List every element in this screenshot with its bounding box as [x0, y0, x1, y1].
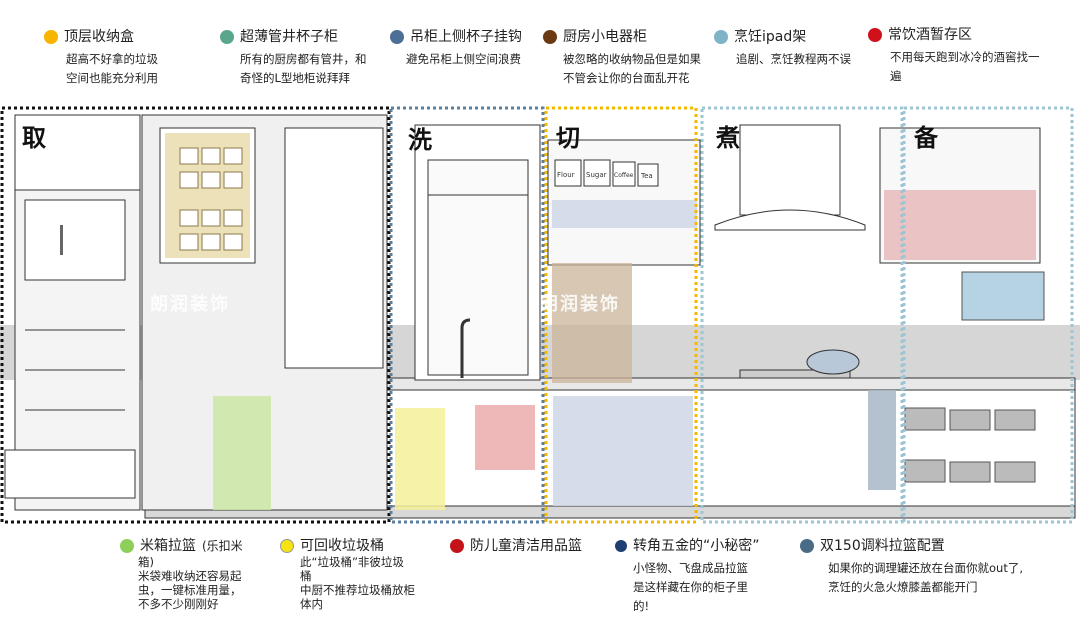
ipad-stand-highlight	[961, 271, 1045, 321]
legend-title: 防儿童清洁用品篮	[470, 538, 582, 554]
legend-title: 米箱拉篮	[140, 538, 196, 554]
legend-item-child-safe-basket: 防儿童清洁用品篮	[450, 537, 610, 555]
legend-title: 可回收垃圾桶	[300, 538, 384, 554]
legend-desc: 不多不少刚刚好	[138, 597, 219, 611]
range-hood-chimney	[739, 124, 841, 216]
legend-title: 双150调料拉篮配置	[820, 538, 945, 554]
legend-desc: 虫，一键标准用量，	[138, 583, 242, 597]
green-dot-icon	[120, 539, 134, 553]
legend-desc: 空间也能充分利用	[66, 71, 158, 85]
corner-hardware-highlight	[553, 396, 693, 506]
legend-desc: 小怪物、飞盘成品拉篮	[633, 561, 748, 575]
legend-desc: 桶	[300, 569, 312, 583]
jars	[554, 159, 659, 187]
jar-label: Flour	[557, 171, 575, 179]
cooktop	[739, 369, 851, 379]
legend-desc: 此“垃圾桶”非彼垃圾	[300, 555, 404, 569]
legend-item-ipad-stand: 烹饪ipad架 追剧、烹饪教程两不误	[714, 28, 874, 69]
navy-dot-icon	[615, 540, 627, 552]
jar-label: Sugar	[586, 171, 607, 179]
pot	[806, 349, 860, 375]
red-dot-icon	[868, 28, 882, 42]
legend-desc: 被忽略的收纳物品但是如果	[563, 52, 701, 66]
legend-title: 吊柜上侧杯子挂钩	[410, 29, 522, 45]
zone-label-take: 取	[22, 124, 46, 152]
legend-desc: 烹饪的火急火燎膝盖都能开门	[828, 580, 978, 594]
legend-title: 烹饪ipad架	[734, 29, 807, 45]
legend-desc: 奇怪的L型地柜说拜拜	[240, 71, 350, 85]
legend-item-spice-pullout: 双150调料拉篮配置 如果你的调理罐还放在台面你就out了, 烹饪的火急火燎膝盖…	[800, 537, 1075, 597]
legend-desc: 中厨不推荐垃圾桶放柜	[300, 583, 415, 597]
legend-desc: 是这样藏在你的柜子里	[633, 580, 748, 594]
legend-desc: 箱)	[138, 555, 154, 569]
pantry-drawer	[4, 449, 136, 499]
jar-label: Coffee	[614, 172, 634, 179]
plate-stacks	[904, 407, 1036, 483]
legend-title: 常饮酒暂存区	[888, 27, 972, 43]
legend-desc: 所有的厨房都有管井，和	[240, 52, 367, 66]
kitchen-drawing: Flour Sugar Coffee Tea	[0, 106, 1080, 524]
range-hood	[714, 209, 866, 231]
yellow-outline-dot-icon	[280, 539, 294, 553]
legend-desc: 避免吊柜上侧空间浪费	[406, 52, 521, 66]
faucet	[460, 318, 471, 378]
legend-desc: 遍	[890, 69, 902, 83]
pantry-shelves	[25, 329, 125, 411]
jar-label: Tea	[640, 172, 653, 180]
legend-desc: 不管会让你的台面乱开花	[563, 71, 690, 85]
pantry-door	[24, 199, 126, 281]
storage-boxes	[179, 147, 243, 251]
zone-label-cook: 煮	[716, 124, 740, 152]
legend-desc: 如果你的调理罐还放在台面你就out了,	[828, 561, 1023, 575]
legend-item-top-storage-box: 顶层收纳盒 超高不好拿的垃圾空间也能充分利用	[44, 28, 214, 88]
legend-desc: 体内	[300, 597, 323, 611]
light-blue-dot-icon	[714, 30, 728, 44]
legend-desc: 不用每天跑到冰冷的酒窖找一	[890, 50, 1040, 64]
fridge-door	[284, 127, 384, 369]
legend-desc: 追剧、烹饪教程两不误	[736, 52, 851, 66]
brown-dot-icon	[543, 30, 557, 44]
legend-item-appliance-cabinet: 厨房小电器柜 被忽略的收纳物品但是如果不管会让你的台面乱开花	[543, 28, 718, 88]
zone-frame-wash	[389, 106, 545, 524]
legend-desc: 的!	[633, 599, 650, 613]
child-safe-basket-highlight	[475, 405, 535, 470]
spice-pullout-highlight	[868, 390, 896, 490]
slate-dot-icon	[800, 539, 814, 553]
legend-item-corner-hardware: 转角五金的“小秘密” 小怪物、飞盘成品拉篮 是这样藏在你的柜子里 的!	[615, 537, 795, 616]
legend-item-rice-pullout: 米箱拉篮 (乐扣米 箱) 米袋难收纳还容易起 虫，一键标准用量， 不多不少刚刚好	[120, 537, 270, 611]
watermark: 朗润装饰	[150, 294, 230, 315]
legend-item-wine-area: 常饮酒暂存区 不用每天跑到冰冷的酒窖找一遍	[868, 26, 1068, 86]
kitchen-scene: Flour Sugar Coffee Tea 取 洗 切 煮 备 朗润装饰 朗润…	[0, 100, 1080, 530]
legend-title: 厨房小电器柜	[563, 29, 647, 45]
legend-title: 超薄管井杯子柜	[240, 29, 338, 45]
yellow-dot-icon	[44, 30, 58, 44]
legend-item-cup-cabinet: 超薄管井杯子柜 所有的厨房都有管井，和奇怪的L型地柜说拜拜	[220, 28, 390, 88]
zone-label-prep: 备	[914, 124, 938, 152]
recycle-bin-highlight	[395, 408, 445, 510]
watermark: 朗润装饰	[540, 294, 620, 315]
wine-area-highlight	[884, 190, 1036, 260]
zone-frame-take	[0, 106, 391, 524]
door-handle	[60, 225, 63, 255]
legend-title: 转角五金的“小秘密”	[633, 538, 760, 554]
zone-label-cut: 切	[556, 124, 580, 152]
legend-title-suffix: (乐扣米	[202, 539, 243, 553]
legend-desc: 超高不好拿的垃圾	[66, 52, 158, 66]
appliance-cabinet-highlight	[552, 263, 632, 383]
zone-label-wash: 洗	[408, 126, 432, 154]
legend-item-cup-hooks: 吊柜上侧杯子挂钩 避免吊柜上侧空间浪费	[390, 28, 550, 69]
window-glass	[427, 159, 529, 376]
zone-frame-prep	[902, 106, 1074, 524]
zone-frame-cook	[700, 106, 904, 524]
green-dot-icon	[220, 30, 234, 44]
cup-hooks-highlight	[552, 200, 697, 228]
legend-title: 顶层收纳盒	[64, 29, 134, 45]
legend-desc: 米袋难收纳还容易起	[138, 569, 242, 583]
zone-frame-cut	[544, 106, 698, 524]
rice-pullout-highlight	[213, 396, 271, 510]
red-dot-icon	[450, 539, 464, 553]
blue-dot-icon	[390, 30, 404, 44]
legend-item-recycle-bin: 可回收垃圾桶 此“垃圾桶”非彼垃圾 桶 中厨不推荐垃圾桶放柜 体内	[280, 537, 440, 611]
